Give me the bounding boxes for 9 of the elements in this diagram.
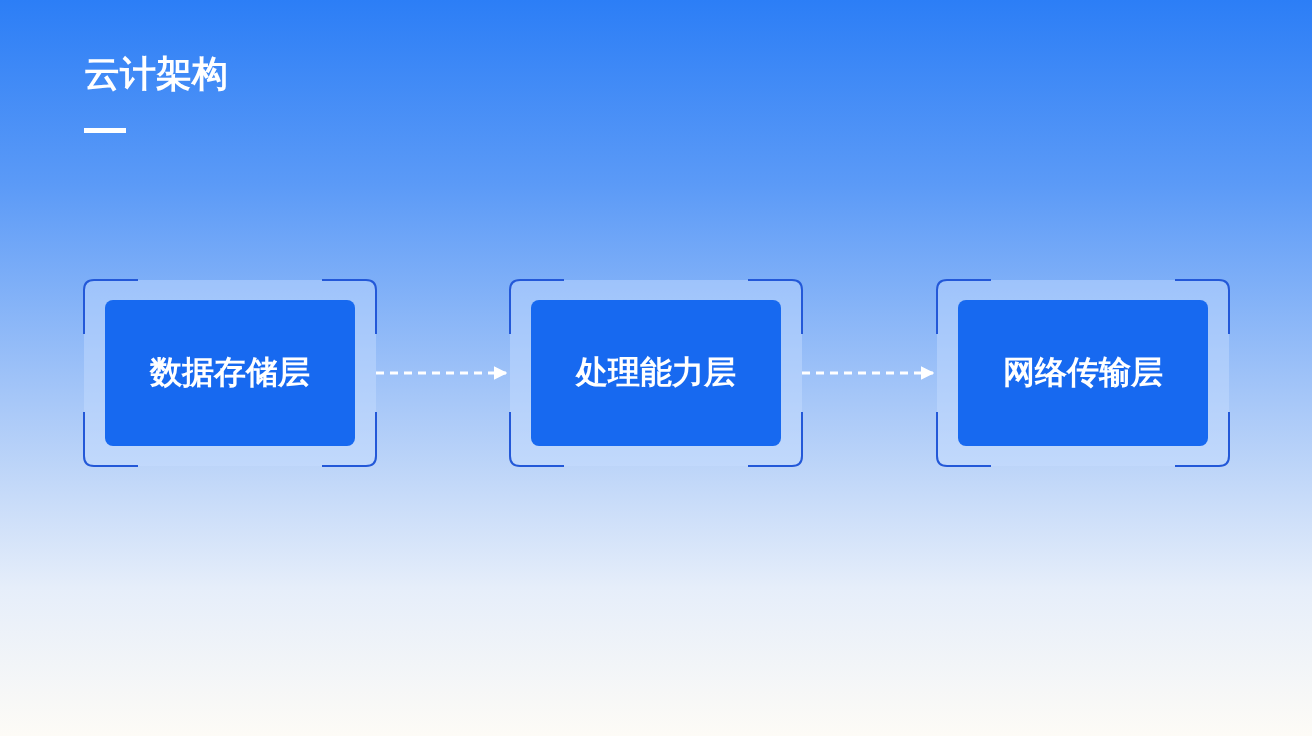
dashed-arrow: [802, 366, 935, 380]
dashed-arrow: [376, 366, 508, 380]
layer-card: [510, 280, 802, 466]
layer-card: [84, 280, 376, 466]
layer-label: 网络传输层: [1003, 352, 1163, 393]
layer-label: 数据存储层: [150, 352, 310, 393]
title: 云计架构: [84, 52, 228, 96]
layer-label: 处理能力层: [576, 352, 736, 393]
layer-card: [937, 280, 1229, 466]
